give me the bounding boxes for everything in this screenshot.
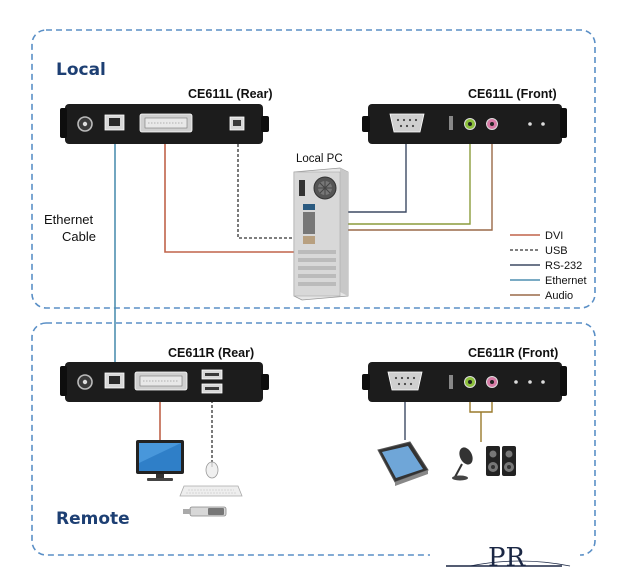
audio-cable-green	[318, 128, 471, 225]
local-pc-tower-icon	[293, 167, 349, 301]
pr-logo: PR	[430, 535, 580, 581]
speakers-icon	[486, 446, 516, 476]
legend-label-ethernet: Ethernet	[545, 275, 587, 287]
remote-rear-unit	[60, 362, 269, 402]
pr-logo-text: PR	[488, 543, 526, 573]
remote-front-unit	[362, 362, 567, 402]
ethernet-cable-label-line2: Cable	[62, 229, 96, 244]
remote-front-title: CE611R (Front)	[468, 346, 558, 360]
legend-label-audio: Audio	[545, 290, 573, 302]
local-front-title: CE611L (Front)	[468, 87, 557, 101]
keyboard-icon	[179, 485, 243, 497]
mouse-icon	[205, 461, 219, 479]
local-zone-title: Local	[56, 60, 106, 80]
touch-panel-icon	[377, 441, 429, 486]
rs232-port-icon	[389, 113, 425, 133]
legend-label-usb: USB	[545, 245, 568, 257]
remote-zone-title: Remote	[56, 509, 130, 529]
ethernet-cable-label-line1: Ethernet	[44, 212, 94, 227]
dvi-cable-local	[164, 136, 298, 253]
remote-rs232-port-icon	[387, 371, 423, 391]
monitor-icon	[136, 440, 184, 481]
cable-legend: DVI USB RS-232 Ethernet Audio	[510, 230, 587, 302]
legend-label-dvi: DVI	[545, 230, 563, 242]
audio-cable-pink	[318, 128, 493, 231]
remote-rear-title: CE611R (Rear)	[168, 346, 254, 360]
legend-label-rs232: RS-232	[545, 260, 582, 272]
ethernet-cable-label: Ethernet Cable	[44, 212, 97, 244]
usb-flash-drive-icon	[183, 506, 227, 517]
local-zone-frame	[31, 29, 596, 309]
local-rear-unit	[60, 104, 269, 144]
remote-zone-frame	[31, 322, 596, 556]
local-front-unit	[362, 104, 567, 144]
local-pc-label: Local PC	[296, 153, 343, 165]
microphone-icon	[452, 447, 473, 481]
local-rear-title: CE611L (Rear)	[188, 87, 273, 101]
